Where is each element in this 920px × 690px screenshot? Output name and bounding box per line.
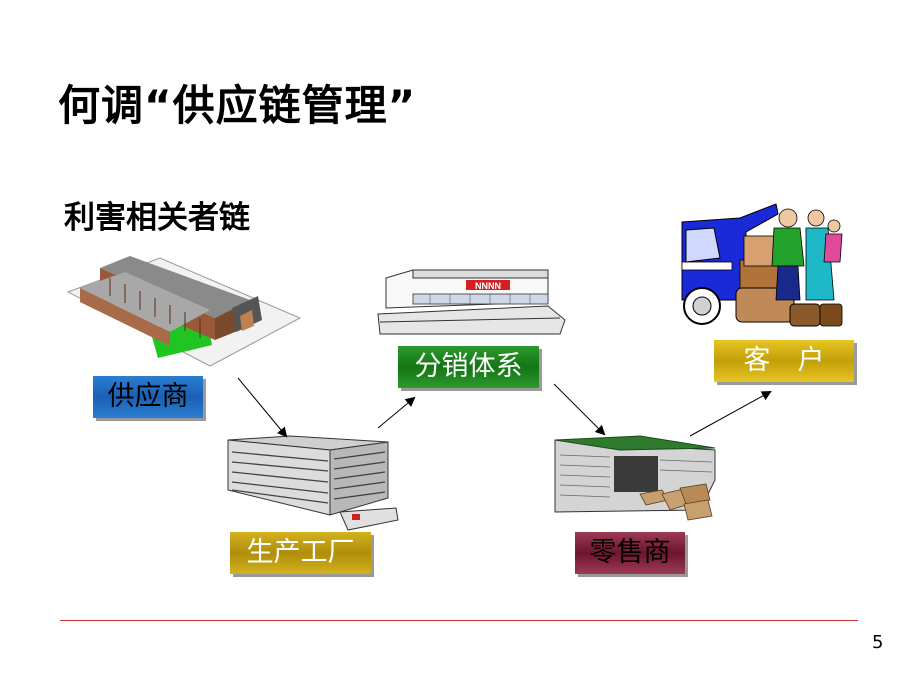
factory-image bbox=[227, 435, 399, 531]
retail-store-image bbox=[554, 435, 716, 521]
slide-title: 何调“供应链管理” bbox=[58, 81, 417, 130]
customer-image bbox=[681, 203, 843, 327]
distribution-center-image: NNNN bbox=[377, 269, 566, 335]
arrow-retailer-to-customer bbox=[689, 391, 772, 437]
node-customer: 客 户 bbox=[714, 340, 854, 382]
supplier-warehouse-image bbox=[66, 256, 302, 367]
page-number: 5 bbox=[872, 632, 884, 653]
slide-subtitle: 利害相关者链 bbox=[64, 200, 250, 236]
node-distribution: 分销体系 bbox=[398, 346, 539, 388]
node-supplier: 供应商 bbox=[93, 376, 203, 418]
arrow-distribution-to-retailer bbox=[553, 383, 606, 436]
footer-divider bbox=[60, 620, 858, 621]
arrow-supplier-to-factory bbox=[237, 377, 288, 438]
svg-text:NNNN: NNNN bbox=[475, 281, 501, 291]
node-factory: 生产工厂 bbox=[230, 532, 371, 574]
arrow-factory-to-distribution bbox=[377, 396, 416, 429]
node-retailer: 零售商 bbox=[575, 532, 685, 574]
